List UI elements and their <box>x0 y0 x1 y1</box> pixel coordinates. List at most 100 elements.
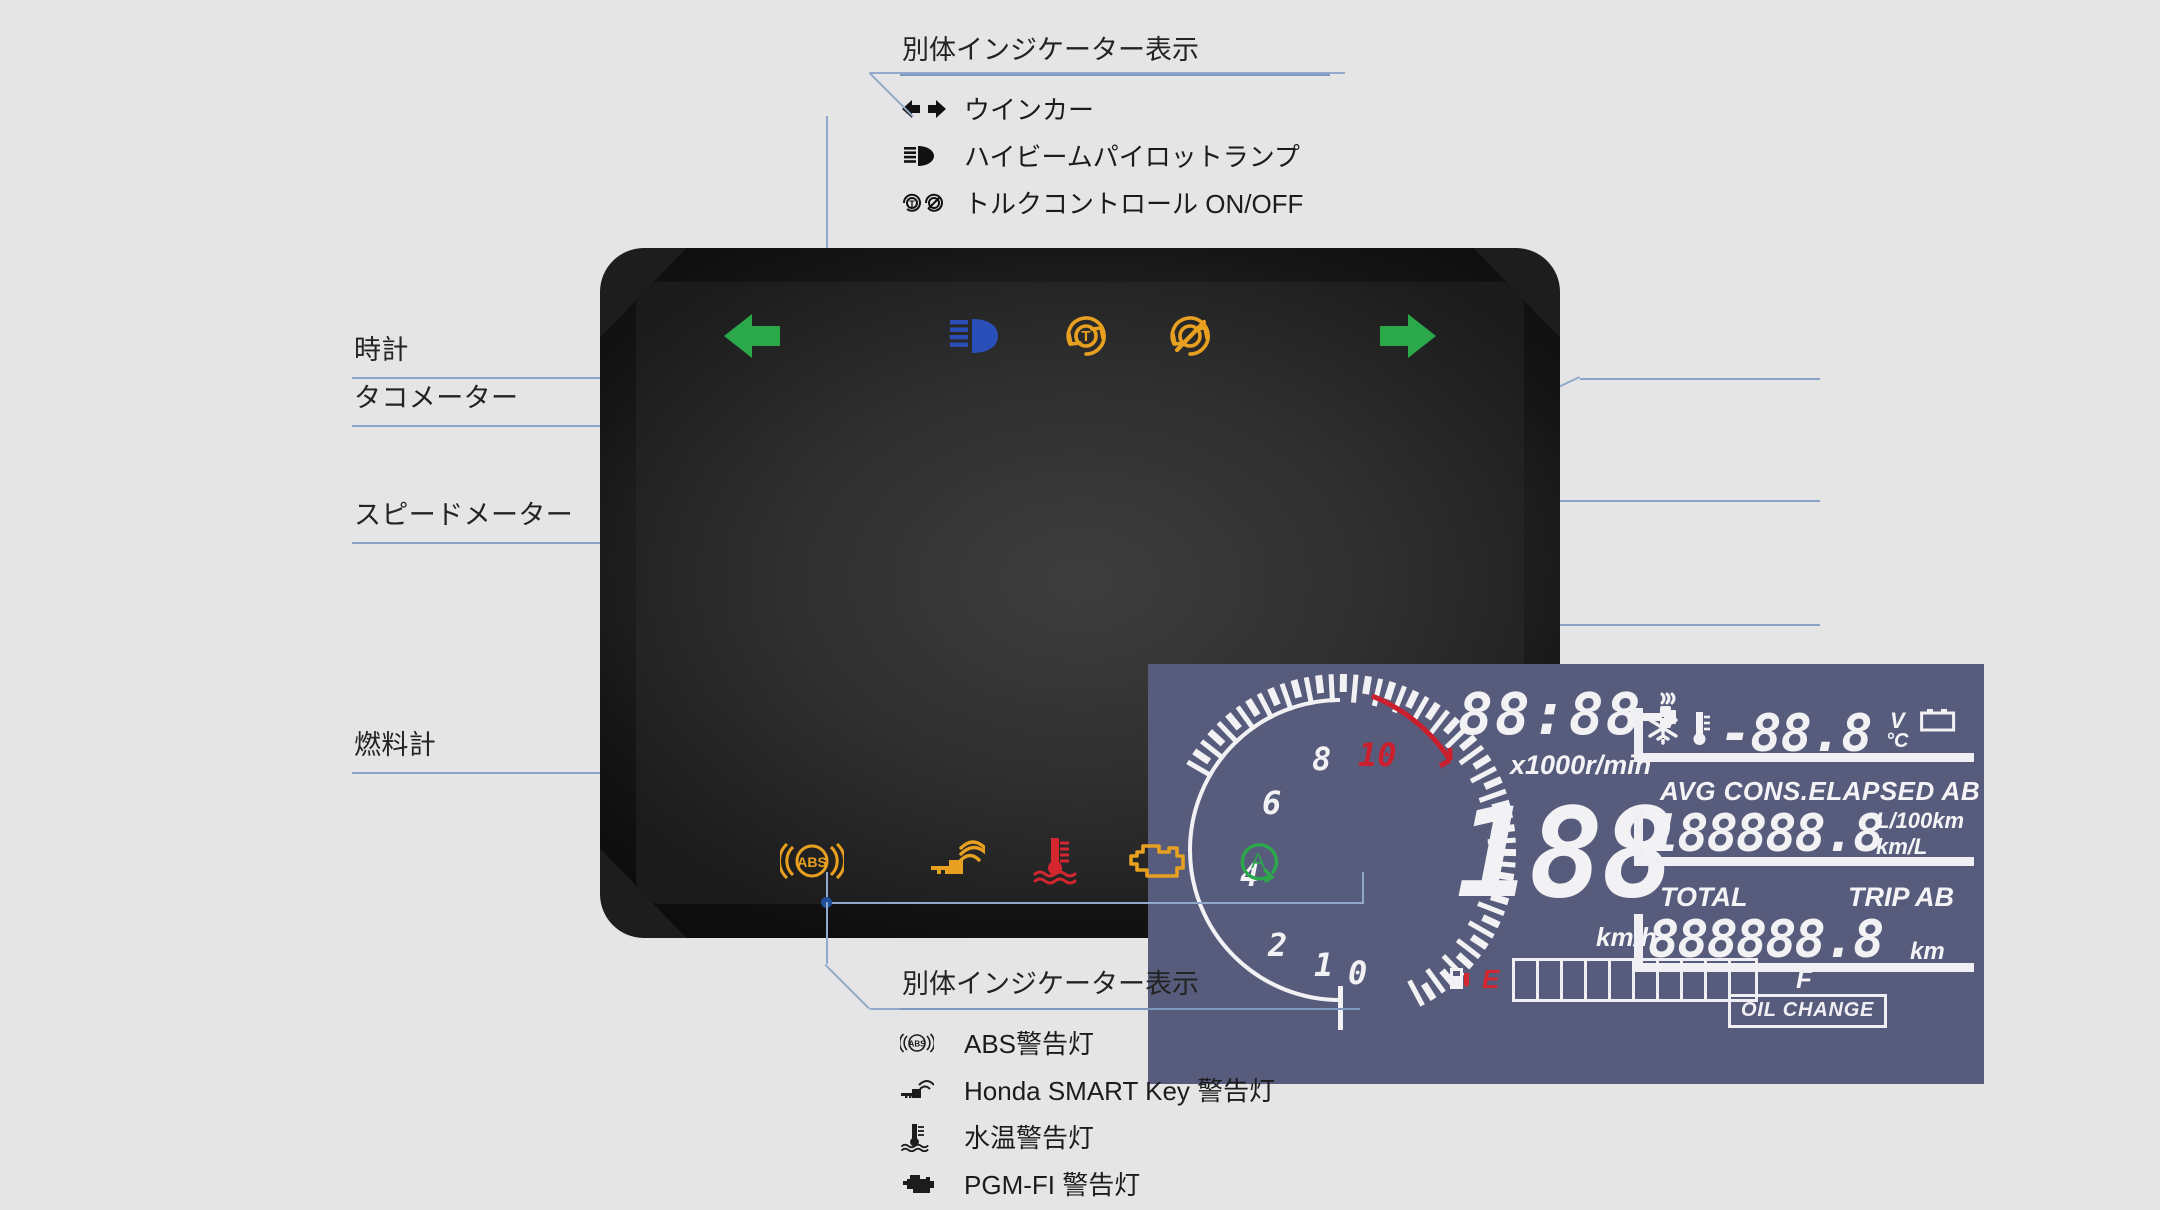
svg-text:ABS: ABS <box>797 854 827 870</box>
abs-icon: ABS <box>900 1028 950 1058</box>
unit-volt-label: V <box>1890 708 1905 733</box>
label-avg-cons-rule <box>1432 624 1820 626</box>
idling-stop-icon[interactable]: A <box>1233 836 1285 891</box>
tach-tick <box>1328 674 1335 703</box>
legend-row-coolant: 水温警告灯 <box>900 1118 1360 1155</box>
bot-strip-bracket-right <box>1362 872 1364 904</box>
top-legend-leader-v <box>826 116 828 264</box>
avg-cons-value: 188888.8 <box>1648 804 1884 864</box>
fuel-segment <box>1539 961 1563 999</box>
tach-tick-8: 8 <box>1312 740 1332 778</box>
fuel-segment <box>1515 961 1539 999</box>
odo-header-trip: TRIP AB <box>1848 882 1954 912</box>
tach-tick <box>1290 679 1303 699</box>
tach-tick <box>1478 788 1507 803</box>
bot-legend-leader-diag <box>824 964 870 1010</box>
unit-celsius-label: °C <box>1886 730 1909 752</box>
smart-key-icon[interactable] <box>929 838 989 889</box>
tach-tick <box>1487 837 1516 845</box>
tach-redline-label: 10 <box>1358 736 1397 774</box>
pgm-fi-icon[interactable] <box>1125 838 1187 889</box>
tach-tick <box>1472 754 1492 770</box>
legend-label-smart-key: Honda SMART Key 警告灯 <box>964 1076 1276 1106</box>
high-beam-icon[interactable] <box>944 314 1008 363</box>
bot-strip-bracket-bottom <box>826 902 1364 904</box>
tach-tick <box>1362 675 1372 695</box>
svg-text:T: T <box>1081 328 1090 345</box>
label-clock: 時計 <box>354 335 409 365</box>
top-legend-rule <box>900 74 1330 76</box>
tach-tick <box>1483 776 1503 790</box>
tach-tick <box>1483 881 1512 893</box>
tach-tick <box>1192 748 1212 765</box>
top-indicator-strip: T <box>720 302 1440 374</box>
fuel-segment <box>1659 961 1683 999</box>
tach-tick <box>1315 674 1325 694</box>
tach-tick <box>1477 901 1506 917</box>
tach-tick <box>1405 689 1420 710</box>
fuel-segment <box>1611 961 1635 999</box>
label-grip-heater-rule <box>1580 378 1820 380</box>
tach-tick <box>1279 682 1294 712</box>
torque-control-t-icon[interactable]: T <box>1060 310 1112 367</box>
label-speedometer: スピードメーター <box>354 500 574 530</box>
avg-cons-unit-2: km/L <box>1876 834 1928 859</box>
legend-row-torque-control: T トルクコントロール ON/OFF <box>900 184 1330 221</box>
tach-tick <box>1303 676 1315 706</box>
top-legend-leader-h <box>870 72 1345 74</box>
bottom-legend: 別体インジケーター表示 ABS ABS警告灯 <box>900 962 1360 1210</box>
tach-tick <box>1484 812 1513 824</box>
bottom-indicator-strip: ABS <box>777 830 1380 896</box>
pgm-fi-icon <box>900 1169 950 1199</box>
label-tachometer-rule <box>352 425 750 427</box>
top-legend: 別体インジケーター表示 ウインカー ハイビームパイロッ <box>900 28 1330 231</box>
fuel-segment <box>1683 961 1707 999</box>
tach-tick <box>1235 705 1257 732</box>
temp-row-underline <box>1634 758 1974 762</box>
tach-tick-2: 2 <box>1268 926 1288 964</box>
arrow-left-icon[interactable] <box>720 310 782 367</box>
bottom-legend-title: 別体インジケーター表示 <box>902 969 1199 999</box>
coolant-temp-icon[interactable] <box>1031 836 1079 891</box>
tach-tick-6: 6 <box>1262 784 1282 822</box>
bot-legend-leader-v <box>826 902 828 964</box>
tach-tick <box>1455 938 1482 960</box>
temp-battery-value: -88.8 <box>1720 704 1873 764</box>
fuel-empty-label: E <box>1482 964 1500 994</box>
tach-tick <box>1225 712 1242 731</box>
tach-tick <box>1186 759 1214 779</box>
avg-cons-header: AVG CONS.ELAPSED AB <box>1660 776 1981 806</box>
tach-tick <box>1411 695 1430 723</box>
tach-tick <box>1428 709 1450 735</box>
tach-tick <box>1489 893 1510 906</box>
tach-tick <box>1469 765 1497 784</box>
tach-tick <box>1420 982 1437 1001</box>
tach-tick <box>1458 744 1485 766</box>
legend-label-pgm-fi: PGM-FI 警告灯 <box>964 1170 1141 1200</box>
torque-control-off-icon[interactable] <box>1164 310 1216 367</box>
arrow-right-icon[interactable] <box>1378 310 1440 367</box>
tach-tick-1: 1 <box>1314 946 1334 984</box>
top-indicator-middle-group: T <box>944 310 1216 367</box>
legend-row-abs: ABS ABS警告灯 <box>900 1024 1360 1061</box>
legend-row-turn-signal: ウインカー <box>900 90 1330 127</box>
temp-row-bracket <box>1634 708 1974 758</box>
fuel-segment <box>1707 961 1731 999</box>
tach-tick <box>1496 824 1516 834</box>
tach-tick <box>1207 729 1226 747</box>
tach-tick <box>1407 979 1425 1007</box>
fuel-segment <box>1563 961 1587 999</box>
odo-value: 888888.8 <box>1648 910 1884 970</box>
tach-tick <box>1487 860 1516 868</box>
coolant-temp-icon <box>900 1122 950 1152</box>
turn-signal-arrows-icon <box>900 94 950 124</box>
tach-tick <box>1371 678 1384 707</box>
clock-value: 88:88 <box>1458 680 1643 748</box>
tach-tick <box>1351 674 1359 703</box>
smart-key-icon <box>900 1075 950 1105</box>
tach-tick-0: 0 <box>1348 954 1368 992</box>
legend-row-pgm-fi: PGM-FI 警告灯 <box>900 1165 1360 1202</box>
abs-icon[interactable]: ABS <box>777 836 847 891</box>
tach-tick <box>1481 914 1501 929</box>
tach-tick <box>1444 725 1469 749</box>
